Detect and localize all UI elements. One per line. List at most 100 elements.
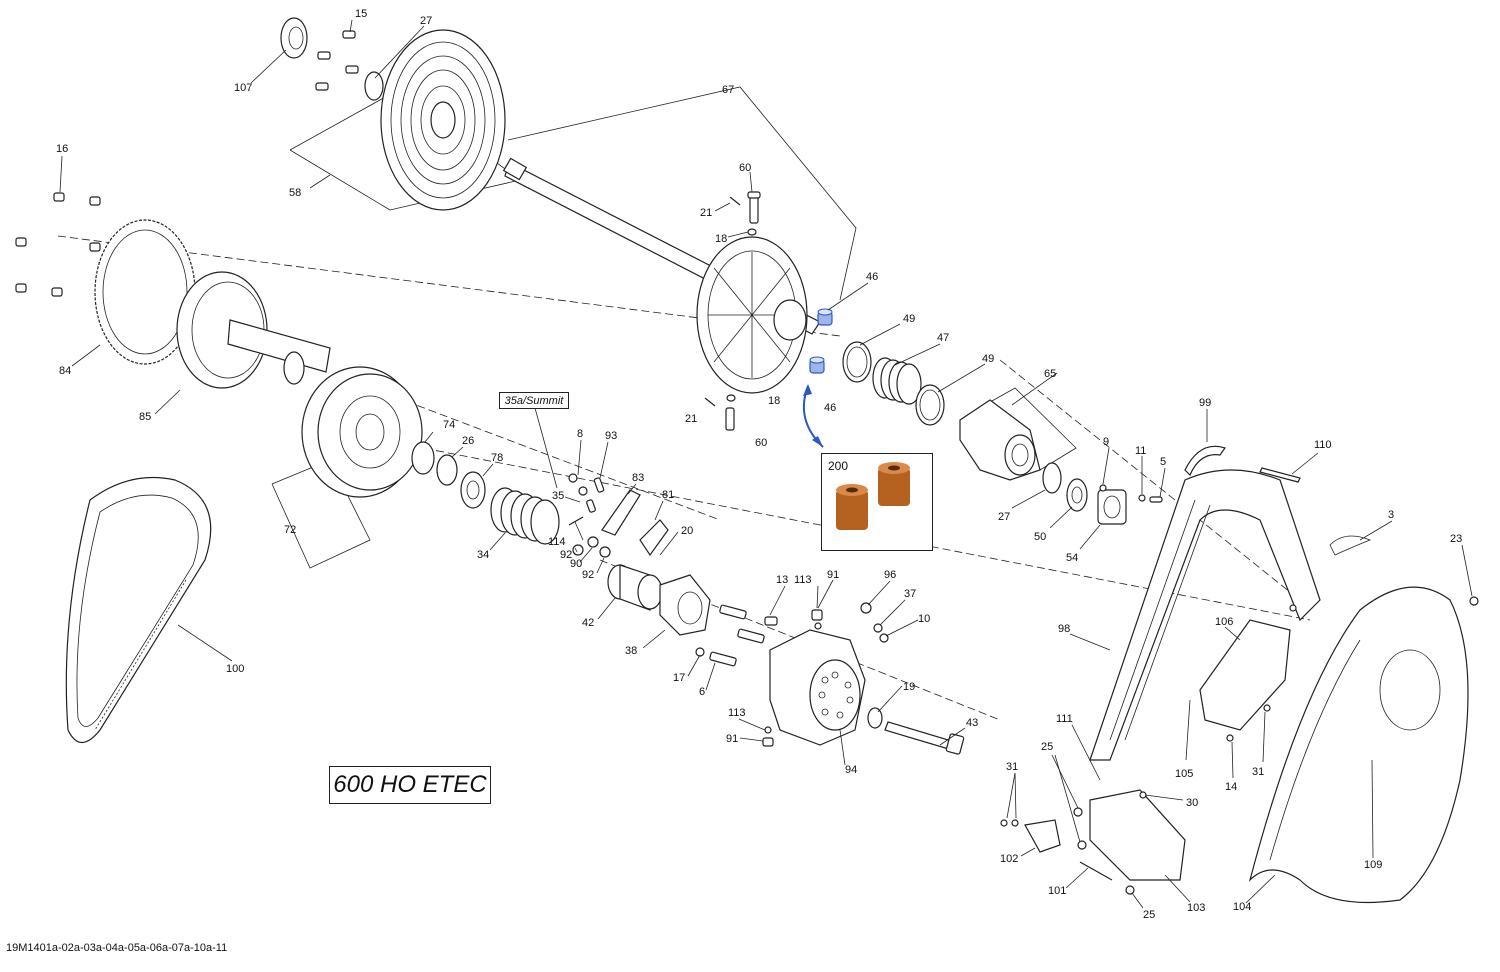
bushing-back-icon [878,462,910,506]
callout: 90 [570,558,582,570]
callout: 30 [1186,797,1198,809]
plate-102 [1024,819,1061,853]
callout: 8 [577,428,583,440]
parts-92-90-114 [568,516,611,558]
callout: 19 [903,681,915,693]
callout: 27 [998,511,1010,523]
bolt-43-washer-19 [867,707,965,755]
callout: 38 [625,645,637,657]
cam-65 [959,399,1041,481]
callout: 78 [491,452,503,464]
circlip-27b [1042,462,1062,494]
callout: 110 [1314,439,1332,451]
model-label: 600 HO ETEC [329,766,491,804]
leader-lines [59,19,1473,909]
bracket-103 [1089,789,1186,881]
callout: 16 [56,143,68,155]
callout: 18 [768,395,780,407]
callout: 34 [477,549,489,561]
washer-78 [460,471,486,509]
plate-106 [1199,619,1291,731]
callout: 105 [1175,768,1193,780]
callout: 13 [776,574,788,586]
bushing-photos [836,462,910,530]
bolts-38 [695,604,765,667]
callout: 35 [552,490,564,502]
callout: 20 [681,525,693,537]
callout: 37 [904,588,916,600]
callout: 72 [284,524,296,536]
small-parts-8-93-35 [568,473,605,513]
callout: 27 [420,15,432,27]
callout: 49 [982,353,994,365]
lever-83 [601,489,641,536]
callout: 99 [1199,397,1211,409]
hub-94 [769,629,866,746]
callout: 23 [1450,533,1462,545]
callout: 98 [1058,623,1070,635]
callout: 93 [605,430,617,442]
callout: 74 [443,419,455,431]
callout: 60 [739,162,751,174]
callout: 31 [1006,761,1018,773]
arrowhead [812,436,823,447]
callout: 54 [1066,552,1078,564]
washers-spring [842,341,945,426]
driven-sheave [696,236,808,394]
callout: 47 [937,332,949,344]
callout: 81 [662,489,674,501]
pins-60-21-18 [704,191,761,431]
small-fasteners-9-11-5 [1099,484,1163,503]
bolts-16 [15,192,101,297]
callout: 25 [1041,741,1053,753]
inset-part-number: 200 [828,459,849,473]
arrowhead-top [803,384,812,396]
callout: 113 [794,574,812,586]
callout: 5 [1160,456,1166,468]
callout: 102 [1000,853,1018,865]
circlip-27 [364,71,384,101]
callout-labels: 15 27 107 67 16 58 60 21 18 46 49 47 49 … [56,8,1462,921]
drawing-code: 19M1401a-02a-03a-04a-05a-06a-07a-10a-11 [6,942,228,954]
bearing-54 [1097,489,1127,525]
callout: 94 [845,764,857,776]
clip-99 [1184,445,1226,477]
callout: 103 [1187,902,1205,914]
callout: 91 [726,733,738,745]
callout: 50 [1034,531,1046,543]
callout: 111 [1056,713,1073,725]
callout: 83 [632,472,644,484]
callout: 101 [1048,885,1066,897]
callout: 113 [728,707,746,719]
belt-100 [65,476,212,744]
callout: 104 [1233,901,1251,913]
callout: 11 [1135,445,1146,457]
callout: 46 [866,271,878,283]
washer-50 [1066,478,1088,512]
callout: 85 [139,411,151,423]
bushing-inset-panel: 200 [821,453,933,551]
callout: 46 [824,402,836,414]
callout: 18 [715,233,727,245]
sleeve-42 [607,564,663,611]
callout: 65 [1044,368,1056,380]
bushings-46 [809,308,833,374]
callout: 10 [918,613,930,625]
callout: 106 [1215,616,1233,628]
callout: 31 [1252,766,1264,778]
callout: 21 [685,413,697,425]
pin-3 [1329,535,1372,556]
callout: 58 [289,187,301,199]
callout: 84 [59,365,71,377]
rings-74-26 [411,441,458,486]
spider-38 [659,574,711,636]
arm-81 [639,519,669,557]
callout: 17 [673,672,685,684]
bolts-15 [315,30,359,91]
seal-107 [280,17,308,59]
callout: 6 [699,686,705,698]
callout: 15 [355,8,367,20]
callout: 92 [560,549,572,561]
callout: 14 [1225,781,1237,793]
